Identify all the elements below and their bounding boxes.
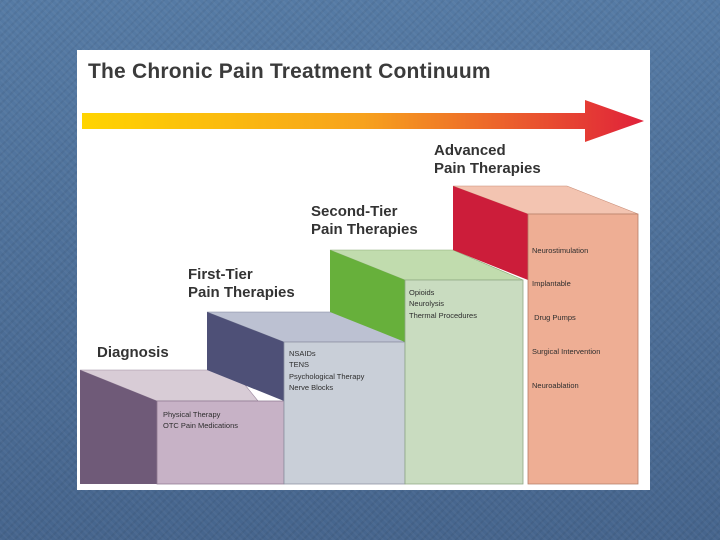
list-item: Neuroablation [532,381,579,391]
list-item: OTC Pain Medications [163,421,239,431]
list-item: Neurolysis [409,299,445,309]
list-item: Nerve Blocks [289,382,334,392]
advanced-step-side [453,186,528,280]
list-item: Physical Therapy [163,410,221,419]
list-item: Neurostimulation [532,245,589,255]
continuum-arrow [82,100,644,142]
list-item: Drug Pumps [532,313,576,323]
list-item: NSAIDs [289,349,316,358]
advanced-label: Advanced Pain Therapies [434,142,541,177]
list-item: TENS [289,360,310,370]
first-tier-step-side [207,312,284,401]
second-tier-step-side [330,250,405,342]
advanced-step-front [527,213,639,485]
list-item: Thermal Procedures [409,310,477,320]
diagnosis-label: Diagnosis [97,344,169,361]
list-item: Psychological Therapy [289,371,365,381]
list-item: Surgical Intervention [532,347,601,357]
first-tier-label: First-Tier Pain Therapies [188,266,295,301]
diagram-title: The Chronic Pain Treatment Continuum [88,60,491,83]
diagnosis-step-side [80,370,157,484]
list-item: Implantable [532,279,571,289]
list-item: Opioids [409,288,435,297]
second-tier-label: Second-Tier Pain Therapies [311,203,418,238]
first-tier-items: NSAIDs TENS Psychological Therapy Nerve … [289,348,364,393]
second-tier-step-front [404,279,524,485]
advanced-items: Neurostimulation Implantable Drug Pumps … [532,222,600,403]
second-tier-items: Opioids Neurolysis Thermal Procedures [409,287,477,321]
diagnosis-items: Physical Therapy OTC Pain Medications [163,409,238,432]
